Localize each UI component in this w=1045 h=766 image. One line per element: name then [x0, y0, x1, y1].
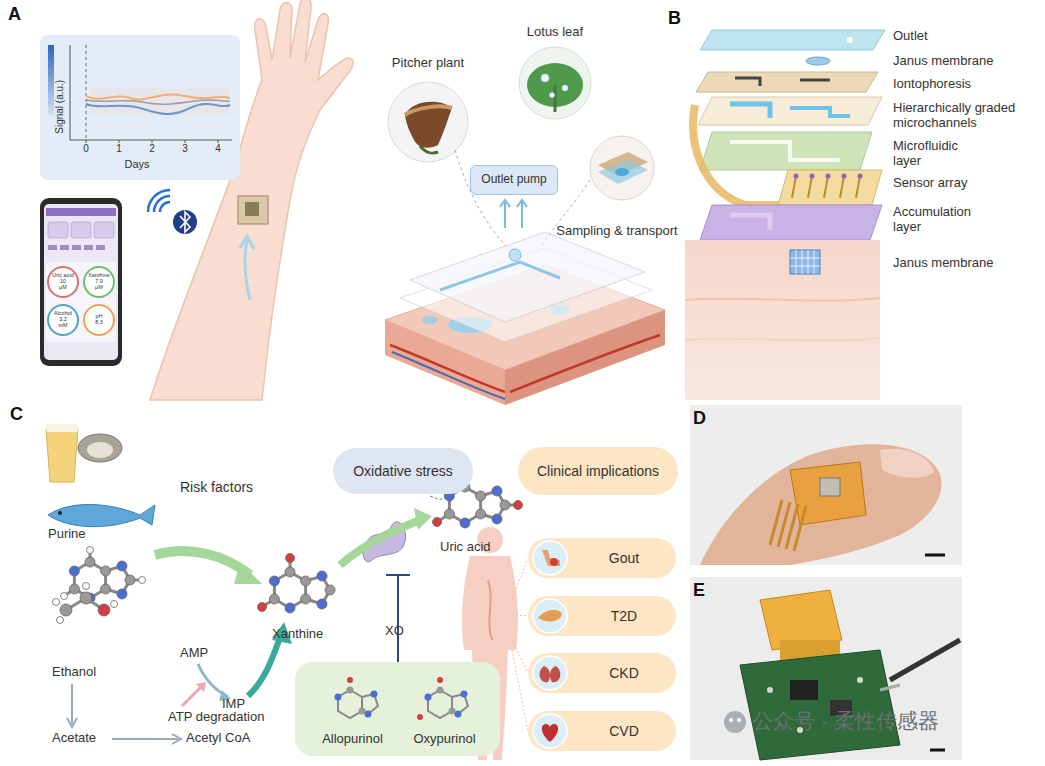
node-text: Oxypurinol: [397, 732, 492, 747]
panel-letter: A: [8, 4, 38, 25]
node-text: 1: [113, 143, 125, 155]
text-label: Acetyl CoA: [186, 731, 286, 746]
panel-letter: D: [693, 408, 723, 429]
node-text: 2: [146, 143, 158, 155]
node-text: CKD: [609, 665, 639, 681]
text-label: Uric acid: [440, 540, 520, 555]
text-label: Xanthine: [272, 627, 352, 642]
gauge-circle: Alcohol3.2mM: [47, 304, 79, 336]
text-label: Hierarchically graded microchannels: [893, 101, 1043, 131]
gauge-circle: Xanthine7.9μM: [83, 266, 115, 298]
text-label: Iontophoresis: [893, 77, 1043, 92]
pathway-pill: Oxidative stress: [333, 448, 473, 494]
node-text: T2D: [611, 608, 637, 624]
text-label: Purine: [48, 527, 128, 542]
node-text: 8.3: [95, 320, 103, 326]
inspiration-circle: Lotus leaf: [519, 47, 591, 119]
node-text: Lotus leaf: [505, 25, 605, 40]
detail-circle: Sampling & transport: [590, 136, 654, 200]
text-label: ATP degradation: [168, 710, 288, 725]
text-label: Microfluidic layer: [893, 139, 988, 169]
chart-panel: Signal (a.u.) 0 1 2 3 4Days: [40, 35, 240, 180]
node-text: μM: [95, 285, 103, 291]
text-label: Accumulation layer: [893, 205, 988, 235]
node-text: Allopurinol: [305, 732, 400, 747]
disease-pill: CKD: [528, 653, 676, 693]
node-text: Outlet pump: [481, 173, 546, 187]
gauge-circle: pH8.3: [83, 304, 115, 336]
node-text: Gout: [609, 550, 639, 566]
heading-pill: Clinical implications: [518, 447, 678, 495]
node-text: mM: [58, 323, 67, 329]
text-label: Janus membrane: [893, 54, 1043, 69]
inspiration-circle: Pitcher plant: [388, 82, 468, 162]
panel-letter: B: [668, 8, 698, 29]
node-text: Sampling & transport: [542, 224, 692, 239]
node-text: 4: [212, 143, 224, 155]
node-text: Days: [120, 158, 154, 171]
text-label: Outlet: [893, 29, 1043, 44]
node-text: Signal (a.u.): [54, 67, 66, 147]
drug-band: AllopurinolOxypurinol: [295, 662, 500, 756]
text-label: Janus membrane: [893, 256, 1043, 271]
gauge-circle: Uric acid10μM: [47, 266, 79, 298]
node-text: μM: [59, 285, 67, 291]
text-label: Risk factors: [180, 479, 290, 495]
panel-letter: C: [10, 404, 40, 425]
pump-box: Outlet pump: [470, 165, 558, 195]
disease-pill: Gout: [528, 538, 676, 578]
text-label: 公众号 · 柔性传感器: [752, 709, 972, 733]
node-text: CVD: [609, 723, 639, 739]
text-label: Acetate: [52, 731, 132, 746]
disease-pill: T2D: [528, 596, 676, 636]
text-label: XO: [385, 624, 425, 639]
text-label: AMP: [180, 646, 230, 661]
node-text: Pitcher plant: [368, 56, 488, 71]
text-label: Ethanol: [52, 665, 132, 680]
panel-letter: E: [693, 580, 723, 601]
disease-pill: CVD: [528, 711, 676, 751]
text-label: Sensor array: [893, 176, 1043, 191]
node-text: 3: [179, 143, 191, 155]
node-text: Clinical implications: [537, 463, 659, 479]
node-text: 0: [80, 143, 92, 155]
node-text: Oxidative stress: [353, 463, 453, 479]
